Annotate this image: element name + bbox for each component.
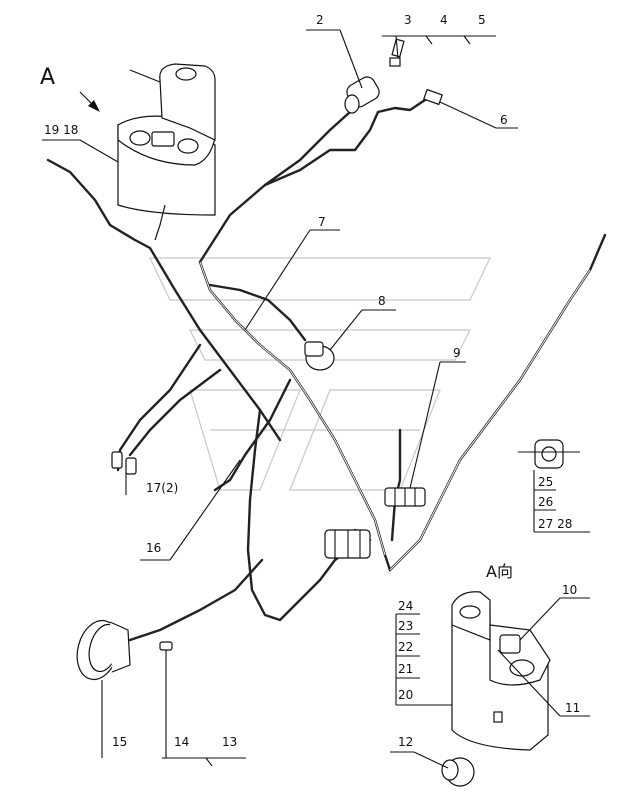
callout-25: 25 <box>538 475 553 489</box>
callout-5: 5 <box>478 13 486 27</box>
console-a-assembly <box>117 63 216 241</box>
callout-24: 24 <box>398 599 413 613</box>
callout-11: 11 <box>565 701 580 715</box>
callout-22: 22 <box>398 640 413 654</box>
callout-4: 4 <box>440 13 448 27</box>
part-6-connector <box>423 88 443 106</box>
callout-12: 12 <box>398 735 413 749</box>
part-17-plugs <box>111 451 137 475</box>
view-a-caption: A向 <box>486 562 513 581</box>
part-2-component <box>344 76 380 114</box>
callout-26: 26 <box>538 495 553 509</box>
callout-19-18: 19 18 <box>44 123 78 137</box>
callout-13: 13 <box>222 735 237 749</box>
part-15-lamp <box>76 619 131 681</box>
callout-27-28: 27 28 <box>538 517 572 531</box>
callout-14: 14 <box>174 735 189 749</box>
callout-10: 10 <box>562 583 577 597</box>
watermark-logo <box>149 257 491 491</box>
callout-labels: 2 3 4 5 6 7 8 9 10 11 12 13 14 15 16 17(… <box>44 13 580 749</box>
part-8-lamp <box>304 341 335 371</box>
callout-20: 20 <box>398 688 413 702</box>
callout-8: 8 <box>378 294 386 308</box>
callout-17: 17(2) <box>146 481 178 495</box>
callout-2: 2 <box>316 13 324 27</box>
view-a-marker: A <box>40 65 55 90</box>
part-14-screw <box>159 641 173 651</box>
callout-3: 3 <box>404 13 412 27</box>
callout-16: 16 <box>146 541 161 555</box>
callout-6: 6 <box>500 113 508 127</box>
part-3-bolt <box>389 38 405 67</box>
connector-cluster <box>324 529 371 559</box>
part-12-knob <box>441 757 475 787</box>
callout-7: 7 <box>318 215 326 229</box>
part-9-connector-block <box>384 487 426 507</box>
view-a-arrow <box>79 91 100 112</box>
callout-15: 15 <box>112 735 127 749</box>
callout-9: 9 <box>453 346 461 360</box>
leader-lines <box>42 29 590 769</box>
part-25-bracket <box>518 439 580 469</box>
view-a-console <box>451 591 551 751</box>
callout-21: 21 <box>398 662 413 676</box>
callout-23: 23 <box>398 619 413 633</box>
